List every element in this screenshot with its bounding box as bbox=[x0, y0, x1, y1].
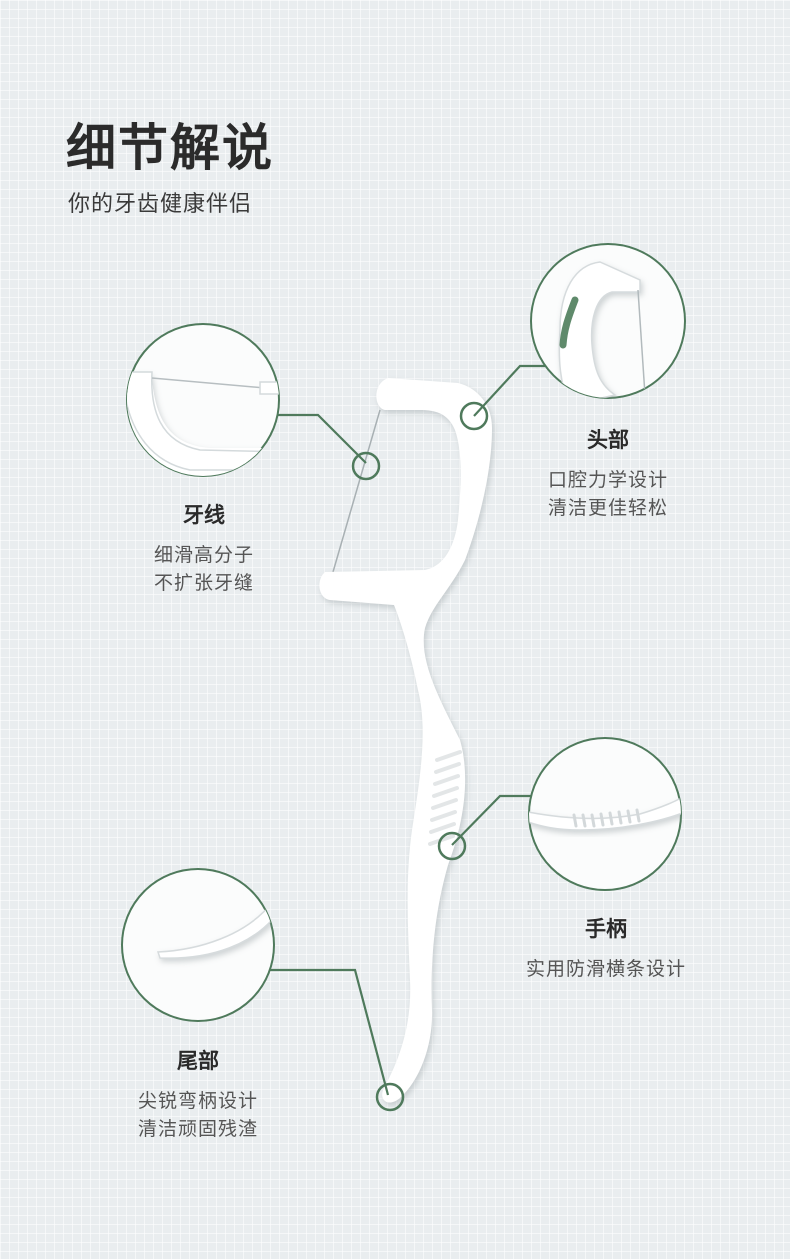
handle-title: 手柄 bbox=[585, 917, 627, 941]
tail-desc-1: 尖锐弯柄设计 bbox=[137, 1090, 258, 1112]
tail-label: 尾部 尖锐弯柄设计 清洁顽固残渣 bbox=[78, 1045, 318, 1143]
head-zoom-circle bbox=[530, 243, 686, 399]
head-title: 头部 bbox=[587, 428, 629, 452]
tail-desc-2: 清洁顽固残渣 bbox=[137, 1118, 258, 1140]
head-desc-1: 口腔力学设计 bbox=[547, 469, 668, 491]
tail-title: 尾部 bbox=[177, 1049, 219, 1073]
page-subtitle: 你的牙齿健康伴侣 bbox=[68, 192, 253, 217]
floss-label: 牙线 细滑高分子 不扩张牙缝 bbox=[84, 499, 324, 597]
page-title: 细节解说 bbox=[66, 119, 274, 177]
handle-desc-1: 实用防滑横条设计 bbox=[525, 958, 686, 980]
floss-zoom-circle bbox=[126, 323, 280, 477]
grip-ribs bbox=[428, 750, 462, 846]
head-desc-2: 清洁更佳轻松 bbox=[547, 497, 668, 519]
flosser-body bbox=[319, 378, 492, 1103]
callout-markers bbox=[351, 401, 489, 1112]
handle-marker bbox=[437, 831, 467, 861]
floss-title: 牙线 bbox=[183, 503, 225, 527]
floss-desc-1: 细滑高分子 bbox=[153, 544, 254, 566]
floss-string bbox=[332, 409, 381, 573]
tail-marker bbox=[375, 1082, 405, 1112]
tail-zoom-circle bbox=[121, 868, 275, 1022]
head-marker bbox=[459, 401, 489, 431]
handle-zoom-circle bbox=[528, 737, 682, 891]
floss-marker bbox=[351, 451, 381, 481]
floss-desc-2: 不扩张牙缝 bbox=[153, 572, 254, 594]
flosser-pick bbox=[319, 378, 492, 1103]
handle-label: 手柄 实用防滑横条设计 bbox=[486, 913, 726, 983]
head-label: 头部 口腔力学设计 清洁更佳轻松 bbox=[488, 424, 728, 522]
